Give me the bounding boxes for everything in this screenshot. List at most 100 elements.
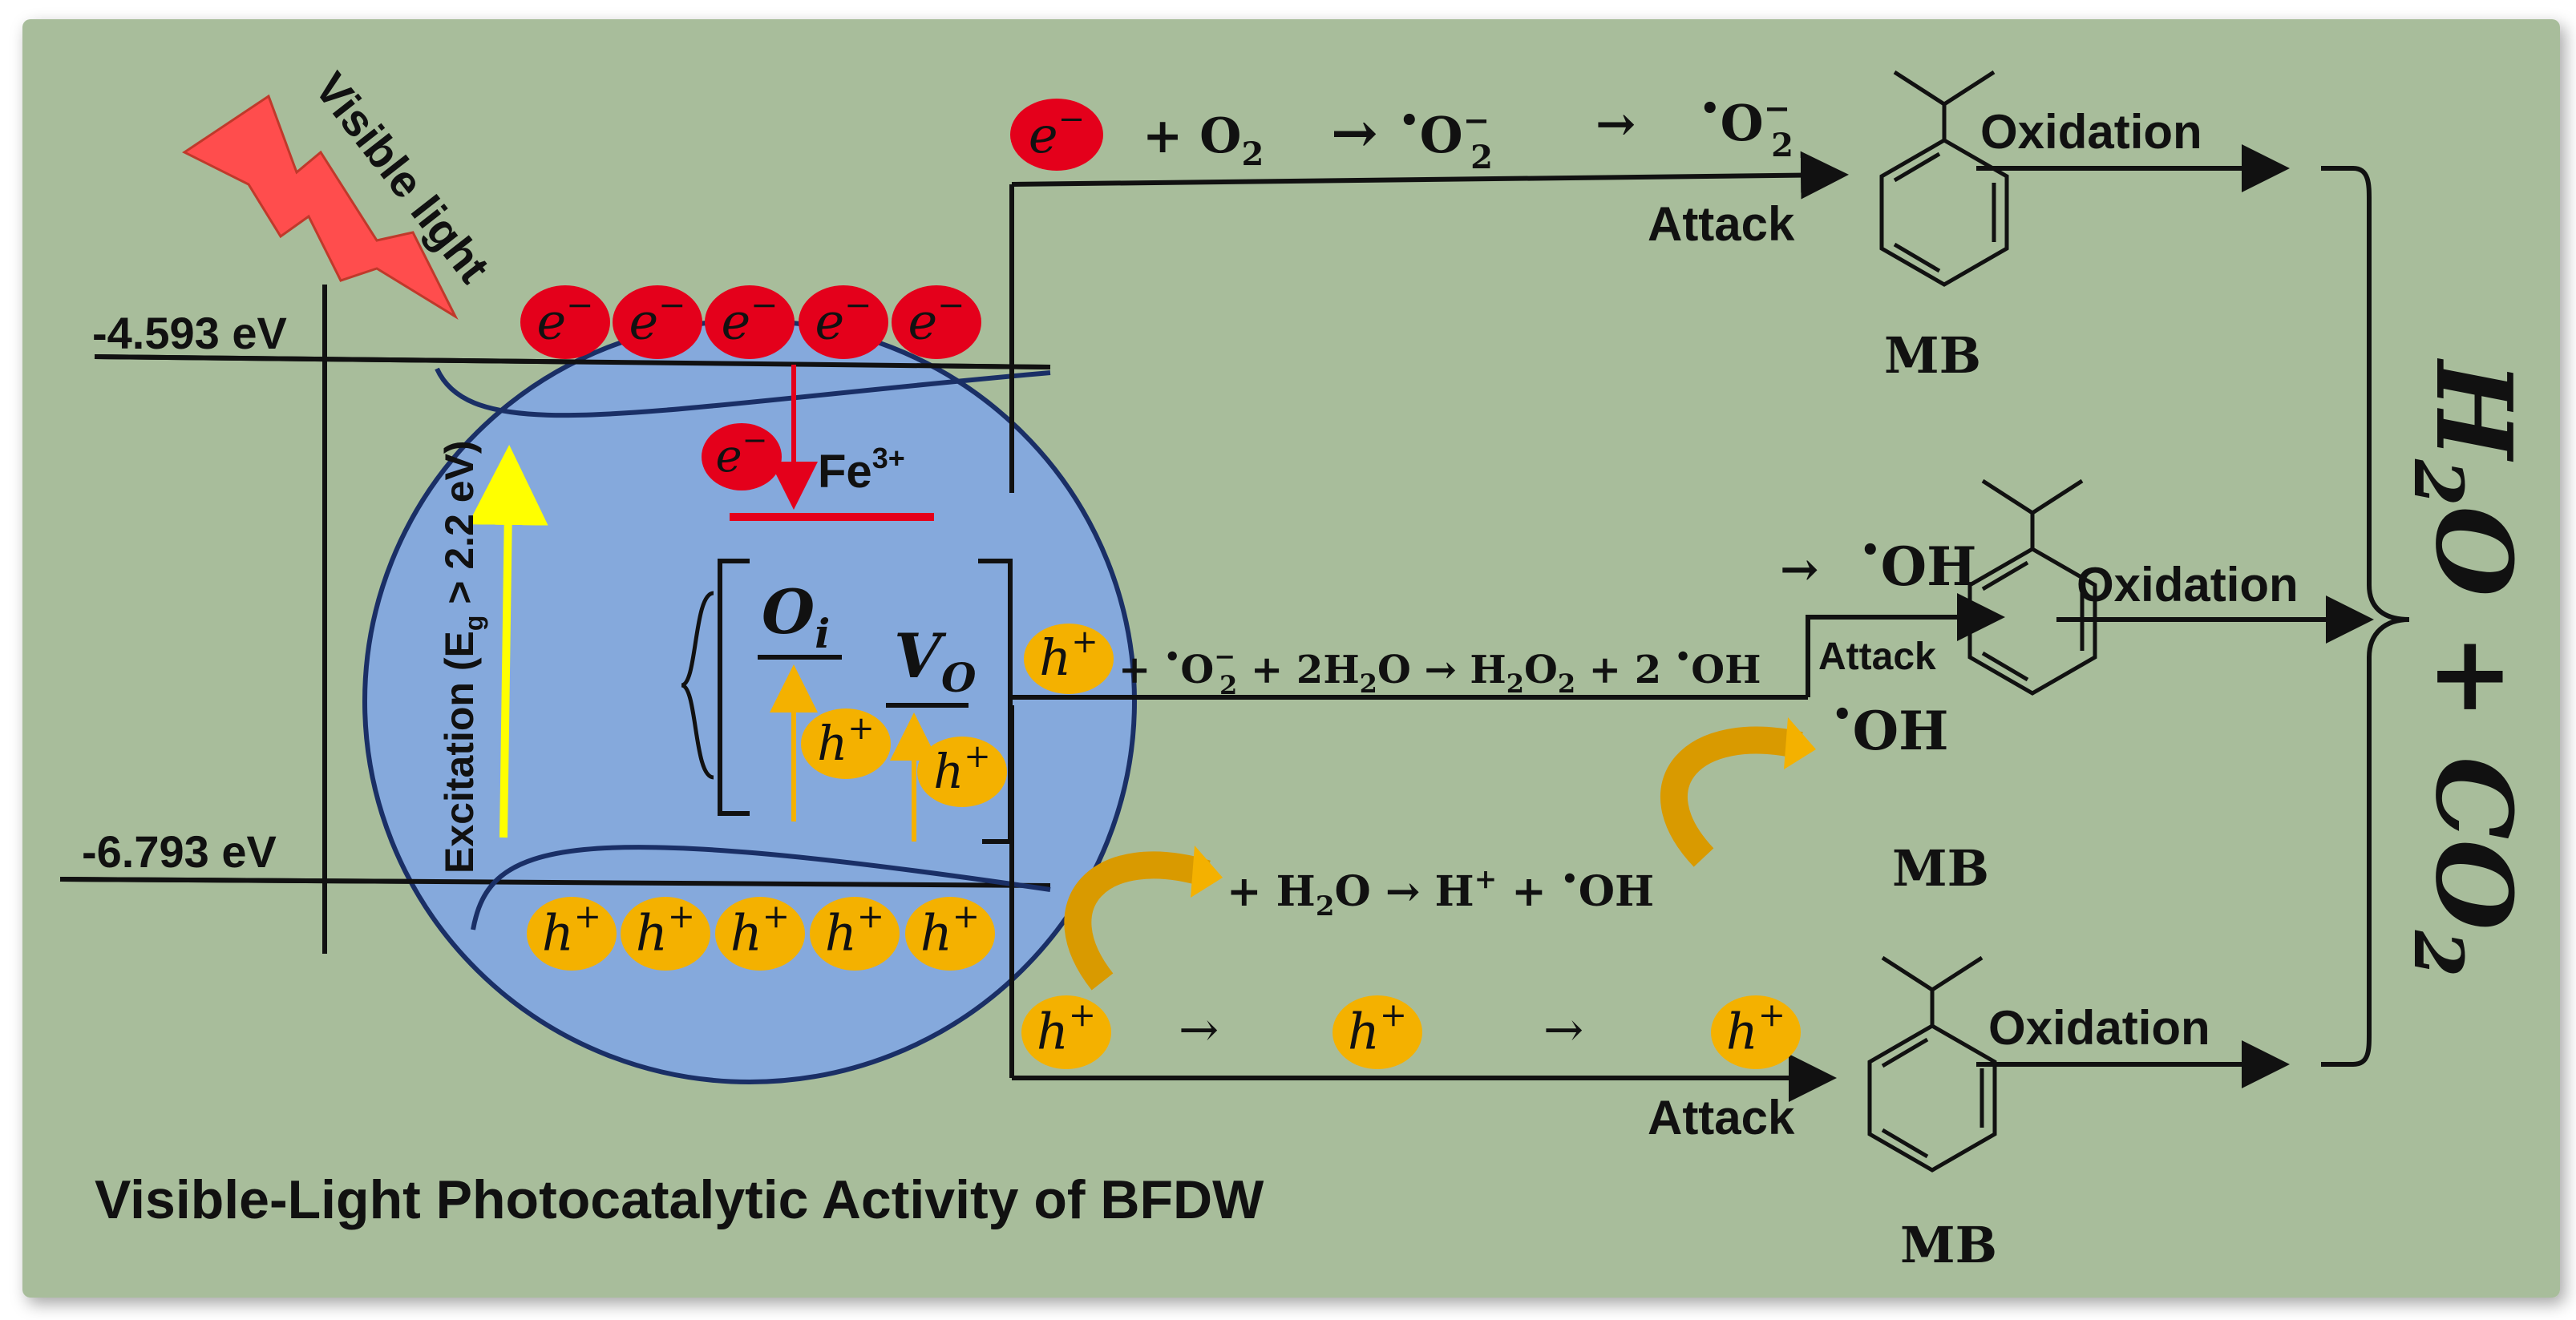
hydroxyl-attack-arrow [1806, 593, 2005, 697]
electron-5-shape [892, 285, 981, 359]
electron-3-label: e− [721, 286, 778, 351]
curved-arrow-water-head [1191, 846, 1223, 898]
defect-hole-1-label: h+ [817, 710, 875, 771]
hole-5-label: h+ [920, 898, 980, 963]
defect-hole-2-label: h+ [933, 738, 991, 799]
transport-arrow-1: → [1179, 1002, 1219, 1058]
conduction-band-curve [435, 367, 1051, 418]
transport-hole-1: h+ [1021, 995, 1111, 1069]
excitation-label: Excitation (Eg > 2.2 eV) [437, 440, 488, 874]
reaction-hole [1024, 624, 1114, 694]
hole-3-label: h+ [730, 898, 790, 963]
diagram-title: Visible-Light Photocatalytic Activity of… [95, 1169, 1264, 1230]
transport-hole-3: h+ [1711, 995, 1801, 1069]
transport-hole-2-label: h+ [1348, 996, 1407, 1061]
electron-4: e− [799, 285, 888, 359]
electron-1-label: e− [536, 286, 593, 351]
trapped-electron-label: e− [716, 422, 768, 482]
superoxide-path-arrow [1011, 151, 1849, 200]
oi-defect-label: Oi [762, 576, 830, 657]
curly-brace-left [681, 591, 714, 780]
defect-hole-1: h+ [801, 708, 891, 779]
o2-arrow: → [1331, 99, 1378, 166]
hole-transport-row: h+ h+ h+ [1021, 995, 1801, 1069]
transport-arrow-2: → [1543, 1002, 1583, 1058]
mb-label-middle: MB [1892, 839, 1989, 898]
hole-2-label: h+ [636, 898, 695, 963]
cb-level-line-overlay [94, 354, 1051, 369]
defect-hole-2: h+ [917, 737, 1007, 807]
products-brace [2321, 166, 2410, 1067]
water-equation: + H2O → H+ + •OH [1227, 863, 1654, 922]
cb-energy-label: -4.593 eV [92, 308, 287, 358]
transport-hole-1-shape [1021, 995, 1111, 1069]
reaction-hole-label: h+ [1039, 624, 1098, 687]
transport-hole-2: h+ [1332, 995, 1422, 1069]
oh-radical-bottom: •OH [1832, 696, 1948, 762]
attack-label-middle: Attack [1818, 636, 1936, 678]
oh-radical-top: •OH [1860, 531, 1976, 598]
electron-1-shape [520, 285, 610, 359]
electron-2: e− [613, 285, 702, 359]
superoxide-radical: •O−2 [1700, 90, 1793, 164]
defect-holes: h+ h+ [801, 708, 1007, 807]
vb-energy-label: -6.793 eV [82, 826, 277, 877]
oxidation-label-middle: Oxidation [2077, 558, 2299, 612]
electron-2-shape [613, 285, 702, 359]
hole-4: h+ [810, 897, 900, 971]
mb-label-top: MB [1884, 326, 1981, 385]
peroxide-equation: + •O−2 + 2H2O → H2O2 + 2 •OH [1118, 641, 1761, 700]
oxidation-label-bottom: Oxidation [1988, 1001, 2210, 1055]
hole-2-shape [621, 897, 710, 971]
superoxide-arrow: → [1595, 96, 1636, 152]
fe3-label: Fe3+ [818, 442, 905, 498]
defect-hole-1-shape [801, 708, 891, 779]
electron-1: e− [520, 285, 610, 359]
hole-1-shape [527, 897, 617, 971]
electron-4-label: e− [815, 286, 871, 351]
hole-5: h+ [905, 897, 995, 971]
hole-5-shape [905, 897, 995, 971]
attack-label-top: Attack [1648, 197, 1795, 251]
excitation-arrow [467, 445, 548, 838]
reaction-electron [1010, 99, 1103, 171]
electron-5: e− [892, 285, 981, 359]
trapped-electron [702, 423, 782, 490]
transport-hole-3-shape [1711, 995, 1801, 1069]
hole-1: h+ [527, 897, 617, 971]
superoxide-product: •O−2 [1399, 102, 1493, 176]
hole-row: h+ h+ h+ h+ h+ [527, 897, 995, 971]
defect-bracket-right [978, 559, 1013, 844]
curved-arrow-water [1064, 851, 1211, 991]
valence-band-curve [471, 845, 1051, 930]
electron-4-shape [799, 285, 888, 359]
electron-3-shape [705, 285, 795, 359]
hole-3: h+ [715, 897, 805, 971]
electron-5-label: e− [908, 286, 964, 351]
curved-arrow-hydroxyl [1660, 726, 1803, 867]
vb-level-line-overlay [59, 877, 1051, 888]
defect-hole-2-shape [917, 737, 1007, 807]
electron-2-label: e− [629, 286, 685, 351]
curved-arrow-hydroxyl-head [1784, 717, 1816, 769]
o2-reactant: + O2 [1142, 108, 1264, 173]
defect-bracket-left [718, 559, 750, 816]
hole-4-label: h+ [825, 898, 884, 963]
oh-arrow: → [1780, 542, 1819, 596]
products-label: H2O + CO2 [2399, 357, 2535, 977]
hole-3-shape [715, 897, 805, 971]
electron-3: e− [705, 285, 795, 359]
transport-hole-2-shape [1332, 995, 1422, 1069]
lightning-bolt-icon [182, 94, 459, 321]
hole-2: h+ [621, 897, 710, 971]
reaction-electron-label: e− [1029, 101, 1085, 164]
attack-label-bottom: Attack [1648, 1091, 1795, 1144]
hole-4-shape [810, 897, 900, 971]
oxidation-label-top: Oxidation [1980, 105, 2202, 159]
vo-defect-label: VO [894, 620, 977, 701]
transport-hole-1-label: h+ [1037, 996, 1096, 1061]
transport-hole-3-label: h+ [1726, 996, 1785, 1061]
hole-1-label: h+ [542, 898, 601, 963]
